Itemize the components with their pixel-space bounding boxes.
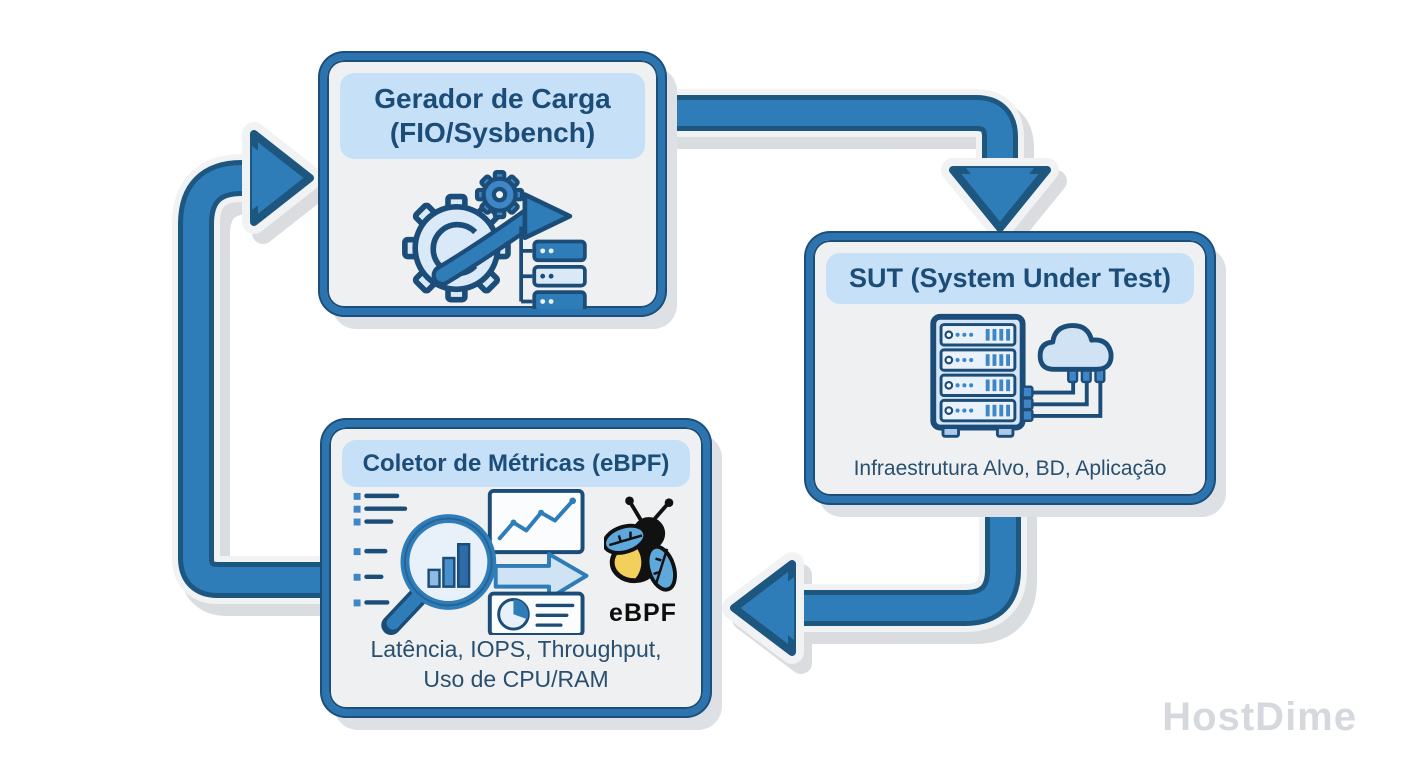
node-sut-subtitle: Infraestrutura Alvo, BD, Aplicação: [853, 456, 1167, 480]
ebpf-label: eBPF: [609, 598, 677, 627]
arrow-sut-to-collector: [722, 498, 1037, 674]
hostdime-watermark: HostDime: [1162, 695, 1357, 739]
server-rack-cloud-icon: [929, 314, 1113, 439]
node-sut: SUT (System Under Test): [806, 233, 1214, 503]
node-metrics-collector: Coletor de Métricas (eBPF): [322, 420, 710, 716]
ebpf-bee-icon: [604, 496, 677, 592]
node-metrics-collector-subtitle: Latência, IOPS, Throughput, Uso de CPU/R…: [370, 635, 661, 695]
magnifier-charts-icon: [353, 489, 589, 636]
node-load-generator: Gerador de Carga (FIO/Sysbench): [320, 53, 665, 315]
node-metrics-collector-title: Coletor de Métricas (eBPF): [342, 440, 690, 488]
arrow-collector-to-generator: [172, 122, 341, 616]
subtitle-line-2: Uso de CPU/RAM: [423, 666, 609, 693]
node-sut-title: SUT (System Under Test): [826, 253, 1194, 304]
title-line-1: Gerador de Carga: [374, 83, 611, 114]
node-load-generator-title: Gerador de Carga (FIO/Sysbench): [340, 73, 645, 160]
gear-arrow-servers-icon: [401, 170, 587, 310]
subtitle-line-1: Latência, IOPS, Throughput,: [370, 636, 662, 663]
title-line-2: (FIO/Sysbench): [389, 117, 596, 149]
arrow-generator-to-sut: [656, 89, 1067, 250]
